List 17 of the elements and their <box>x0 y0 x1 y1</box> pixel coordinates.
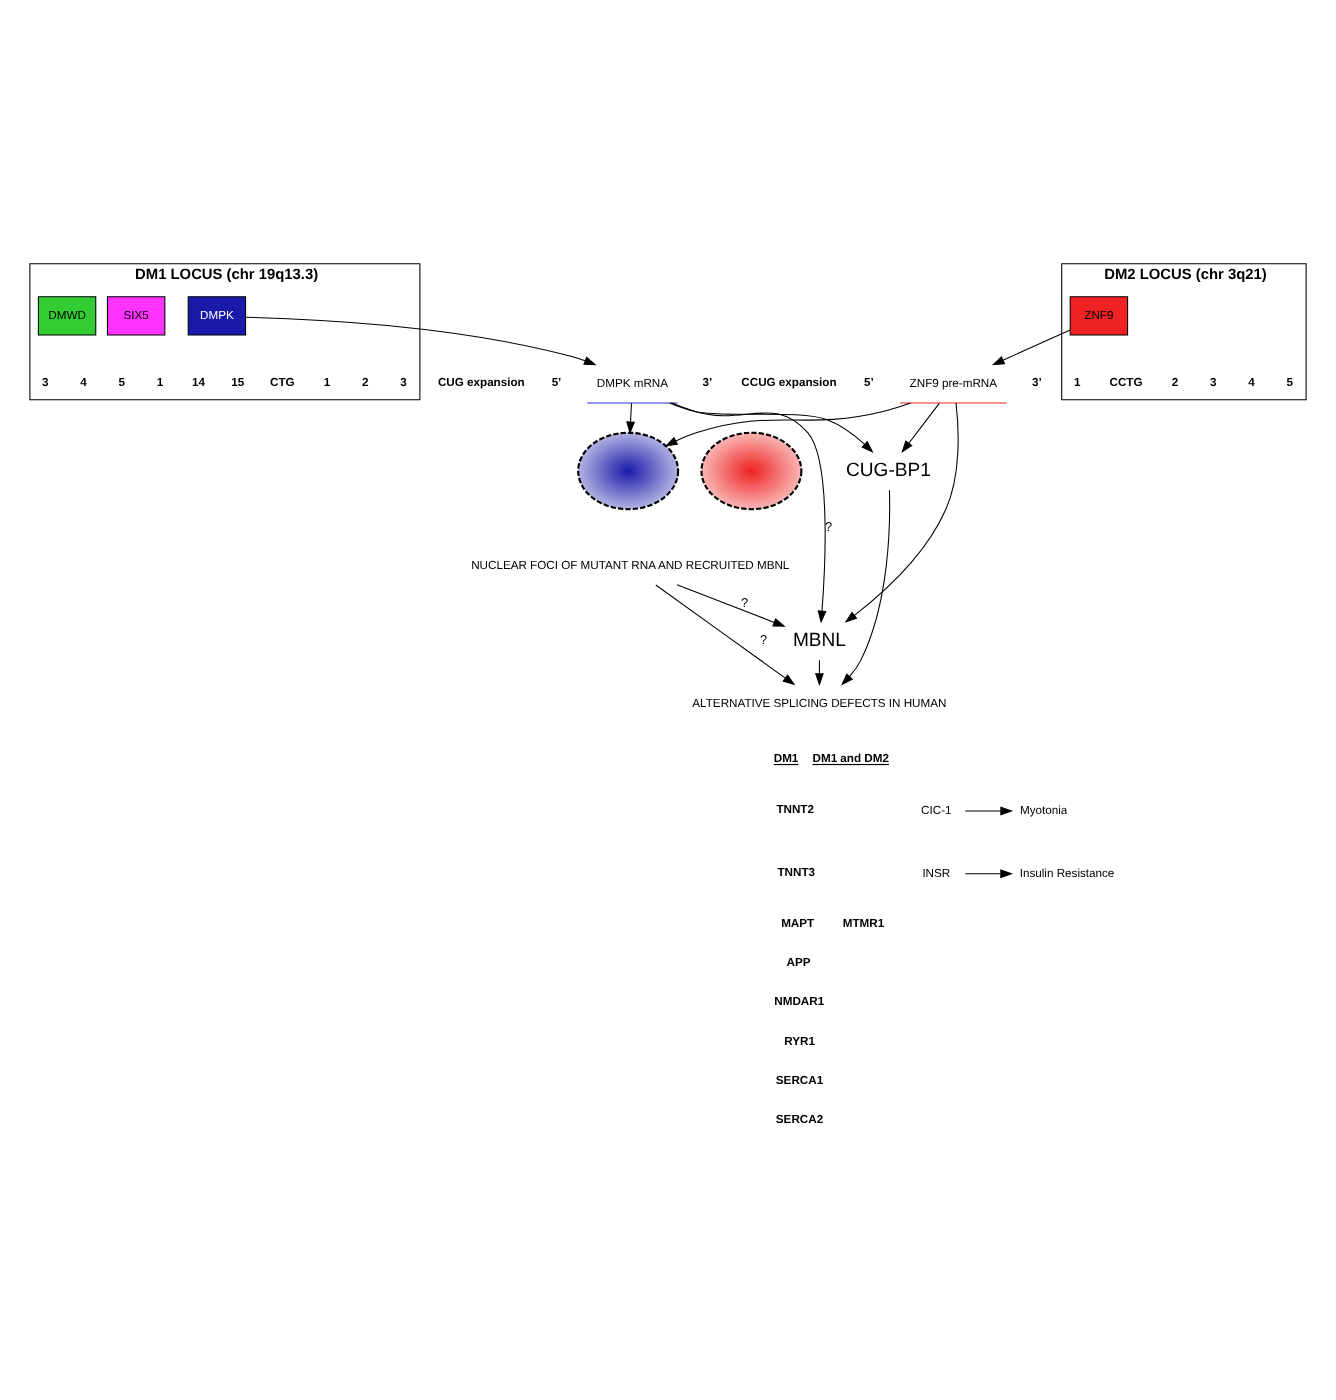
arrow <box>964 806 1014 816</box>
arrow <box>841 489 891 686</box>
node-text: MBNL <box>792 629 846 652</box>
arrow <box>991 329 1071 366</box>
arrow <box>655 584 796 686</box>
arrow <box>245 316 597 366</box>
node-picture <box>700 431 803 511</box>
arrow <box>668 402 874 453</box>
arrow <box>676 584 786 627</box>
node-text: CUG-BP1 <box>846 459 931 482</box>
arrow <box>844 402 959 623</box>
arrow <box>814 659 824 687</box>
arrow <box>671 402 827 624</box>
arrow <box>901 402 940 454</box>
arrow <box>664 402 911 447</box>
arrow <box>626 402 636 435</box>
arrow <box>964 869 1014 879</box>
